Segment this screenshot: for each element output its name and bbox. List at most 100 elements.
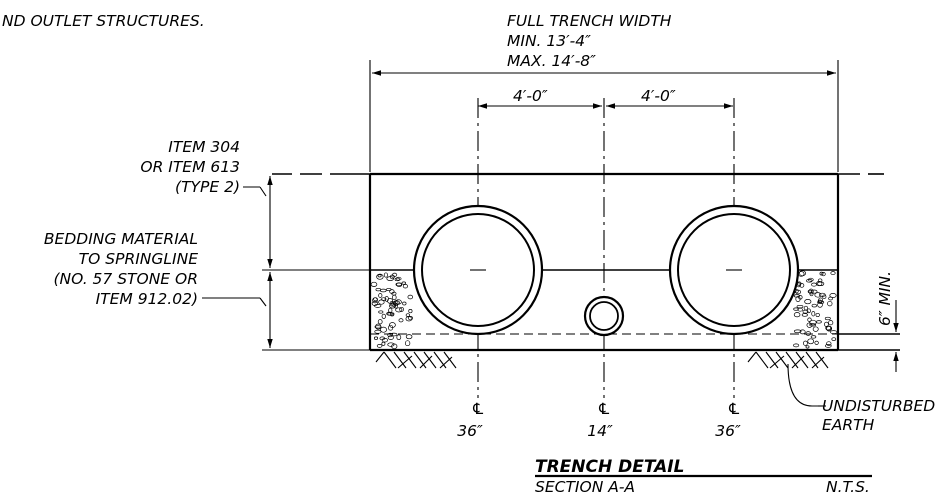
stone-pebble bbox=[402, 301, 407, 306]
stone-pebble bbox=[380, 288, 387, 293]
stone-pebble bbox=[793, 343, 800, 348]
stone-pebble bbox=[386, 287, 392, 292]
stone-pebble bbox=[814, 340, 819, 345]
stone-pebble bbox=[827, 300, 833, 307]
stone-pebble bbox=[806, 279, 813, 283]
stone-pebble bbox=[817, 302, 823, 308]
earth-note-line2: EARTH bbox=[822, 416, 875, 434]
stone-pebble bbox=[395, 282, 402, 287]
stone-pebble bbox=[826, 341, 832, 346]
stone-pebble bbox=[381, 313, 386, 319]
stone-pebble bbox=[824, 316, 831, 321]
stone-pebble bbox=[807, 289, 813, 294]
stone-pebble bbox=[799, 329, 806, 335]
stone-pebble bbox=[828, 320, 834, 326]
stone-pebble bbox=[380, 326, 387, 333]
stone-pebble bbox=[376, 273, 384, 280]
bedding-note-line1: BEDDING MATERIAL bbox=[44, 230, 198, 248]
stone-pebble bbox=[798, 295, 803, 300]
bedding-stone-left bbox=[370, 272, 414, 350]
stone-pebble bbox=[815, 312, 820, 318]
bedding-note-line2: TO SPRINGLINE bbox=[79, 250, 199, 268]
stone-pebble bbox=[796, 304, 804, 309]
left-vertical-dimension bbox=[262, 176, 370, 351]
stone-pebble bbox=[806, 322, 813, 328]
centerline-symbol-right: ℄ bbox=[727, 400, 741, 418]
stone-pebble bbox=[799, 283, 805, 288]
stone-pebble bbox=[381, 341, 386, 346]
stone-pebble bbox=[829, 293, 837, 298]
stone-pebble bbox=[818, 292, 826, 297]
earth-leader bbox=[787, 363, 826, 407]
centerline-size-center: 14″ bbox=[587, 422, 613, 440]
stone-pebble bbox=[819, 271, 824, 276]
stone-pebble bbox=[807, 338, 815, 345]
stone-pebble bbox=[830, 271, 836, 276]
stone-pebble bbox=[831, 337, 837, 341]
stone-pebble bbox=[811, 282, 817, 287]
stone-pebble bbox=[394, 277, 400, 282]
stone-pebble bbox=[824, 344, 832, 348]
stone-pebble bbox=[396, 334, 402, 341]
stone-pebble bbox=[387, 332, 393, 338]
stone-pebble bbox=[387, 298, 394, 304]
backfill-note-line1: ITEM 304 bbox=[168, 138, 240, 156]
centerline-size-right: 36″ bbox=[715, 422, 741, 440]
stone-pebble bbox=[371, 301, 379, 306]
stone-pebble bbox=[803, 340, 808, 346]
stone-pebble bbox=[395, 307, 403, 313]
stone-pebble bbox=[807, 317, 812, 322]
backfill-leader bbox=[243, 186, 267, 197]
stone-pebble bbox=[375, 287, 382, 292]
stone-pebble bbox=[391, 343, 398, 350]
backfill-note-line3: (TYPE 2) bbox=[175, 178, 240, 196]
stone-pebble bbox=[407, 294, 414, 300]
bedding-note-line3: (NO. 57 STONE OR bbox=[53, 270, 198, 288]
earth-hatch-right bbox=[747, 351, 829, 369]
stone-pebble bbox=[404, 340, 411, 347]
stone-pebble bbox=[825, 325, 832, 331]
backfill-note-line2: OR ITEM 613 bbox=[140, 158, 240, 176]
stone-pebble bbox=[377, 319, 383, 325]
stone-pebble bbox=[793, 307, 799, 311]
stone-pebble bbox=[393, 300, 400, 306]
centerline-size-left: 36″ bbox=[457, 422, 483, 440]
stone-pebble bbox=[808, 288, 814, 295]
trench-width-max: MAX. 14′-8″ bbox=[507, 52, 596, 70]
stone-pebble bbox=[401, 281, 407, 285]
stone-pebble bbox=[811, 311, 816, 317]
stone-pebble bbox=[801, 313, 808, 317]
stone-pebble bbox=[378, 310, 384, 314]
stone-pebble bbox=[817, 300, 825, 304]
stone-pebble bbox=[793, 329, 802, 334]
pipe-center-14 bbox=[583, 295, 625, 337]
stone-pebble bbox=[824, 321, 829, 327]
stone-pebble bbox=[392, 294, 397, 301]
stone-pebble bbox=[378, 293, 383, 298]
stone-pebble bbox=[391, 291, 397, 296]
stone-pebble bbox=[804, 299, 812, 305]
stone-pebble bbox=[814, 292, 822, 298]
stone-pebble bbox=[395, 276, 402, 281]
stone-pebble bbox=[370, 281, 378, 287]
section-label: SECTION A-A bbox=[535, 478, 635, 494]
stone-pebble bbox=[408, 309, 413, 314]
earth-hatch-left bbox=[375, 351, 457, 369]
spacing-left-label: 4′-0″ bbox=[513, 87, 548, 105]
stone-pebble bbox=[795, 289, 802, 295]
stone-pebble bbox=[805, 345, 810, 349]
stone-pebble bbox=[381, 338, 388, 343]
bedding-leader bbox=[202, 297, 267, 307]
trench-width-label: FULL TRENCH WIDTH bbox=[507, 12, 672, 30]
trench-outline bbox=[272, 172, 900, 352]
stone-pebble bbox=[376, 344, 383, 348]
stone-pebble bbox=[402, 284, 408, 289]
stone-pebble bbox=[809, 323, 817, 327]
stone-pebble bbox=[372, 297, 378, 304]
top-note: ND OUTLET STRUCTURES. bbox=[2, 12, 205, 30]
spacing-right-label: 4′-0″ bbox=[641, 87, 676, 105]
stone-pebble bbox=[806, 308, 811, 314]
stone-pebble bbox=[810, 289, 818, 294]
stone-pebble bbox=[405, 313, 411, 317]
stone-pebble bbox=[398, 318, 404, 323]
